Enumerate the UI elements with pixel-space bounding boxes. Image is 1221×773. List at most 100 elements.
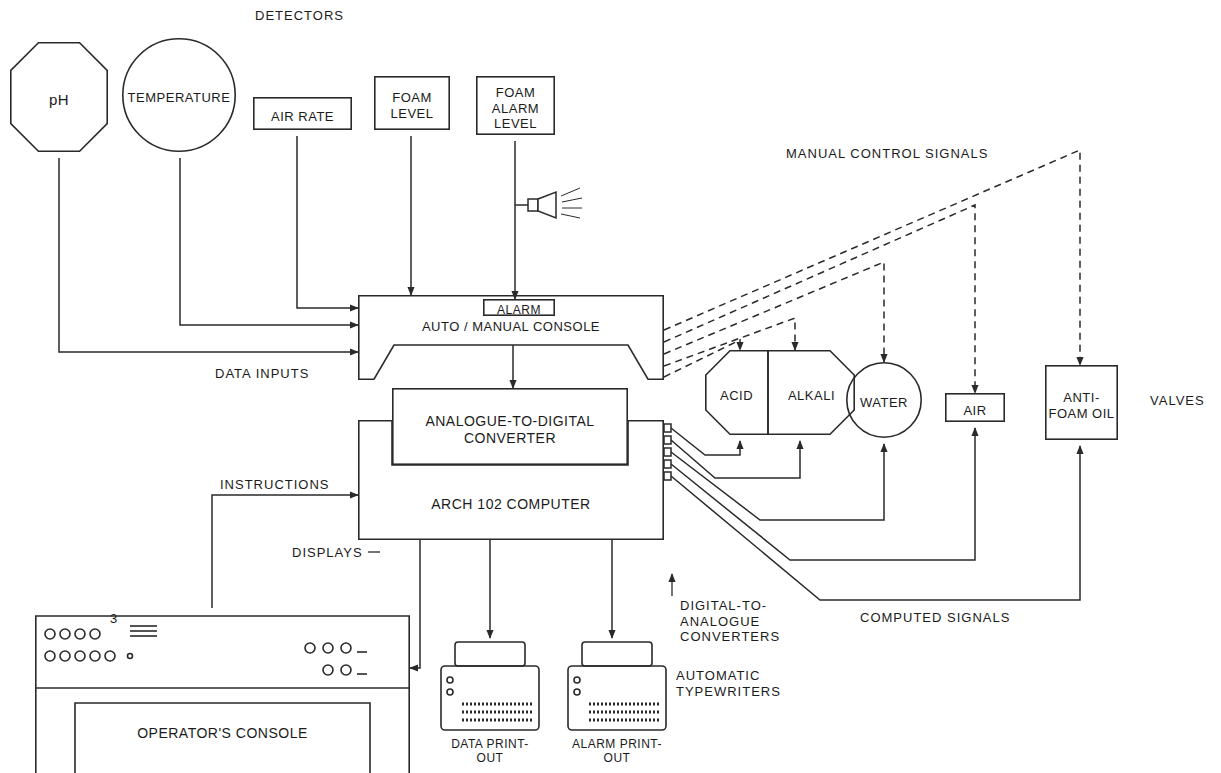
outline: [254, 98, 351, 129]
signal-line: [671, 428, 975, 560]
signal-line: [611, 540, 613, 638]
node-label: ALARM PRINT-OUT: [570, 737, 664, 766]
knob: [447, 677, 453, 683]
text-holder: AUTO / MANUAL CONSOLE: [358, 316, 664, 338]
node-shape: [35, 608, 410, 773]
knob: [574, 677, 580, 683]
switch-mark: [357, 651, 367, 653]
outline: [706, 351, 768, 434]
outline: [375, 77, 449, 129]
annotation-label: DETECTORS: [255, 8, 344, 24]
knob: [75, 651, 85, 661]
node-label: TEMPERATURE: [128, 90, 231, 106]
node-label: FOAM LEVEL: [377, 90, 447, 121]
text-holder: ALARM PRINT-OUT: [567, 735, 667, 767]
knob: [90, 651, 100, 661]
signal-line: [297, 136, 358, 308]
typewriter: DATA PRINT-OUT: [440, 638, 540, 768]
text-holder: TEMPERATURE: [122, 38, 236, 158]
text-holder: ALKALI: [768, 350, 855, 441]
key-row: [462, 703, 532, 706]
switch-mark: [357, 673, 367, 675]
node-label: AUTO / MANUAL CONSOLE: [422, 319, 600, 335]
node-label: WATER: [860, 395, 908, 411]
outline: [123, 39, 235, 151]
node-label: ANALOGUE-TO-DIGITAL CONVERTER: [395, 413, 625, 447]
outline: [768, 351, 854, 434]
carriage: [582, 642, 652, 666]
manual-signal-line: [664, 262, 884, 362]
key-row: [589, 711, 659, 714]
signal-line: [671, 440, 800, 478]
manual-signal-line: [664, 340, 740, 377]
knob: [323, 643, 333, 653]
lamp: [128, 654, 133, 659]
text-holder: ACID: [705, 350, 768, 441]
body: [568, 666, 666, 730]
carriage: [455, 642, 525, 666]
operator-console: OPERATOR'S CONSOLE: [35, 608, 410, 773]
key-row: [589, 719, 659, 722]
manual-signal-line: [664, 150, 1080, 365]
text-holder: FOAM LEVEL: [374, 76, 450, 136]
node-label: ACID: [720, 388, 753, 404]
node-label: AIR RATE: [271, 109, 334, 125]
node-label: pH: [49, 91, 69, 109]
signal-line: [512, 345, 514, 388]
text-holder: AIR: [945, 393, 1005, 428]
adc-box: ANALOGUE-TO-DIGITAL CONVERTER: [392, 388, 628, 471]
knob: [60, 651, 70, 661]
foam-level-detector: FOAM LEVEL: [374, 76, 450, 136]
outline: [36, 616, 409, 773]
node-label: DATA PRINT-OUT: [443, 737, 537, 766]
annotation-label: DATA INPUTS: [215, 366, 309, 382]
manual-signal-line: [664, 318, 795, 366]
key-row: [462, 719, 532, 722]
knob: [323, 665, 333, 675]
key-row: [589, 703, 659, 706]
annotation-label: INSTRUCTIONS: [220, 477, 330, 493]
annotation-label: COMPUTED SIGNALS: [860, 610, 1010, 626]
text-holder: DATA PRINT-OUT: [440, 735, 540, 767]
leader-line: [368, 551, 380, 552]
outline: [1046, 366, 1117, 439]
signal-line: [489, 540, 491, 638]
typewriter: ALARM PRINT-OUT: [567, 638, 667, 768]
ph-detector: pH: [10, 42, 108, 158]
pointer-arrow: [671, 574, 672, 596]
annotation-label: 3: [110, 611, 118, 627]
outline: [359, 296, 663, 379]
panel-edge: [35, 687, 410, 689]
node-label: ARCH 102 COMPUTER: [431, 496, 590, 513]
outline: [11, 43, 107, 151]
text-holder: WATER: [846, 362, 922, 444]
node-label: FOAM ALARM LEVEL: [479, 85, 552, 132]
outline: [946, 394, 1004, 421]
knob: [105, 651, 115, 661]
signal-line: [410, 540, 420, 668]
air-rate-detector: AIR RATE: [253, 97, 352, 136]
manual-signal-line: [664, 205, 975, 393]
annotation-label: DIGITAL-TO-ANALOGUE CONVERTERS: [680, 598, 800, 645]
annotation-label: AUTOMATIC TYPEWRITERS: [676, 668, 796, 699]
acid-valve: ACID: [705, 350, 768, 441]
signal-line: [671, 444, 884, 520]
node-label: ANTI-FOAM OIL: [1048, 390, 1115, 421]
annotation-label: DISPLAYS: [292, 545, 363, 561]
knob: [60, 629, 70, 639]
outline: [393, 389, 627, 464]
temperature-detector: TEMPERATURE: [122, 38, 236, 158]
signal-line: [514, 141, 516, 299]
knob: [45, 629, 55, 639]
signal-line: [671, 446, 1080, 600]
knob: [45, 651, 55, 661]
meter-mark: [130, 635, 157, 637]
knob: [574, 689, 580, 695]
anti-foam-valve: ANTI-FOAM OIL: [1045, 365, 1118, 446]
signal-line: [410, 136, 412, 295]
auto-manual-console: AUTO / MANUAL CONSOLEALARM: [358, 295, 664, 380]
annotation-label: VALVES: [1150, 393, 1205, 409]
computer: ARCH 102 COMPUTERANALOGUE-TO-DIGITAL CON…: [358, 420, 664, 540]
